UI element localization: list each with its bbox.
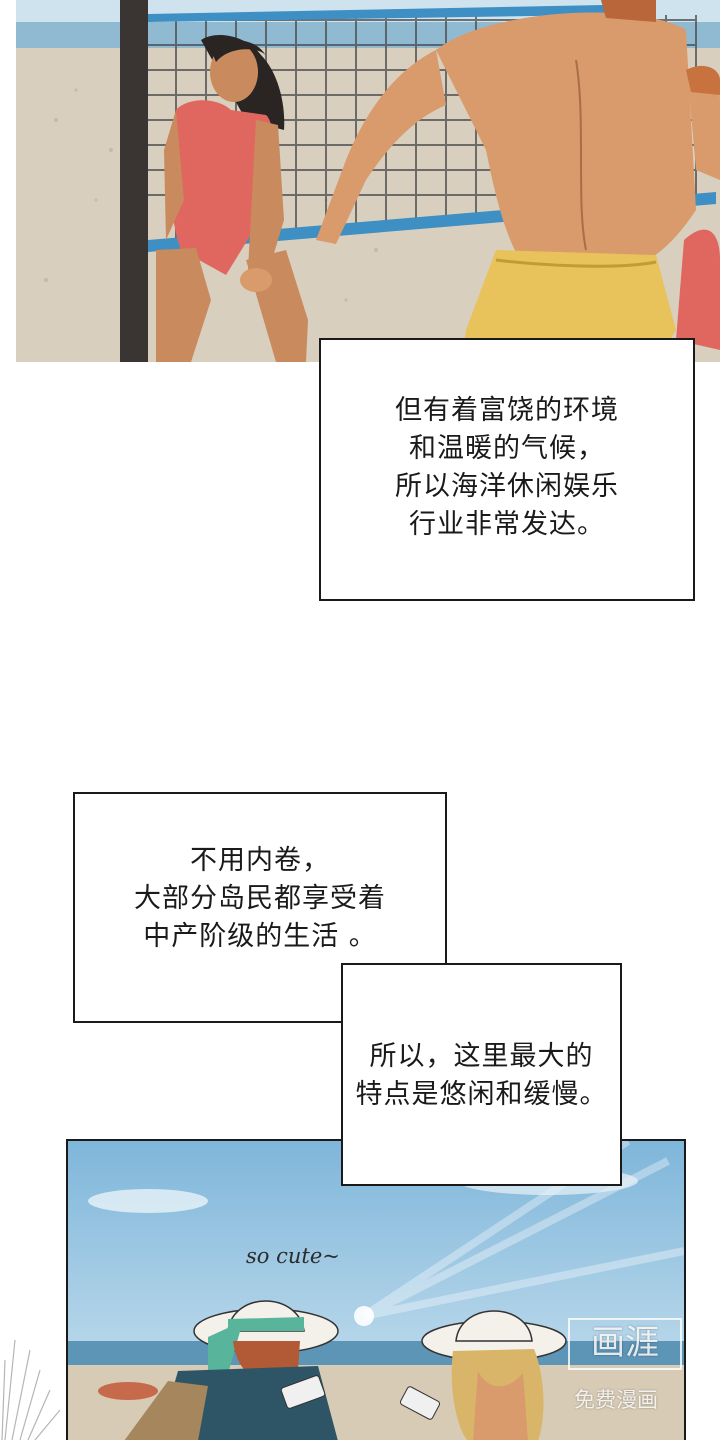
caption-box-1 (319, 338, 695, 601)
caption-3-line: 所以，这里最大的 (369, 1041, 594, 1072)
caption-1-line: 但有着富饶的环境 (395, 395, 619, 426)
caption-2-line: 不用内卷， (190, 845, 330, 876)
caption-text-3: 所以，这里最大的 特点是悠闲和缓慢。 (341, 1038, 622, 1114)
caption-text-2: 不用内卷， 大部分岛民都享受着 中产阶级的生活 。 (73, 842, 447, 956)
woman-with-hat-left (124, 1300, 339, 1440)
man-player-figure (316, 0, 696, 362)
woman-with-hat-right (399, 1310, 567, 1440)
woman-player-figure (156, 35, 308, 362)
caption-1-line: 行业非常发达。 (409, 509, 605, 540)
caption-3-line: 特点是悠闲和缓慢。 (355, 1079, 608, 1110)
caption-1-line: 和温暖的气候， (409, 433, 605, 464)
top-panel-beach-volleyball (16, 0, 720, 362)
caption-box-2 (73, 792, 447, 1023)
caption-2-line: 大部分岛民都享受着 (134, 883, 386, 914)
background-player-figure (676, 65, 720, 350)
caption-2-line: 中产阶级的生活 。 (143, 921, 377, 952)
beach-scene-illustration (68, 1141, 684, 1440)
grass-sketch-decoration (1, 1339, 61, 1440)
handwritten-so-cute: so cute~ (246, 1244, 340, 1268)
caption-box-3 (341, 963, 622, 1186)
caption-text-1: 但有着富饶的环境 和温暖的气候， 所以海洋休闲娱乐 行业非常发达。 (319, 392, 695, 544)
volleyball-scene-illustration (16, 0, 720, 362)
watermark-logo-text: 画涯 (591, 1323, 659, 1363)
watermark-subtitle: 免费漫画 (574, 1388, 658, 1412)
caption-1-line: 所以海洋休闲娱乐 (395, 471, 619, 502)
watermark-logo: 画涯 (568, 1318, 682, 1370)
bottom-panel-beach (66, 1139, 686, 1440)
